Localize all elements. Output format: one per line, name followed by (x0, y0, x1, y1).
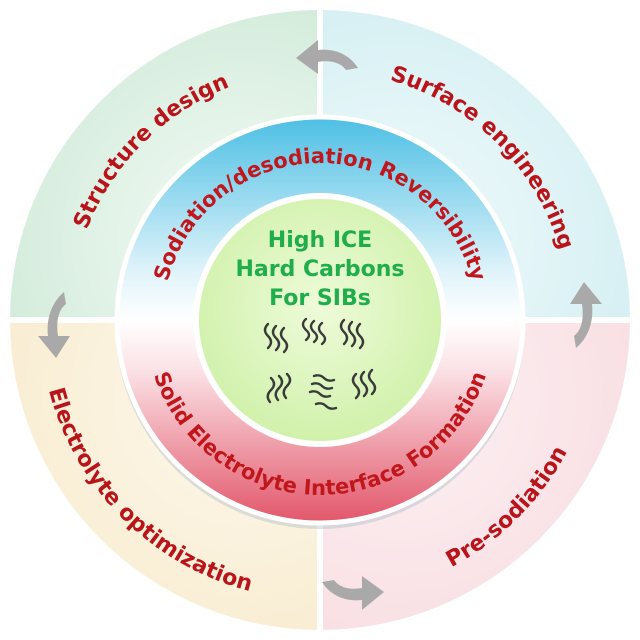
center-line-3: For SIBs (269, 286, 371, 311)
cycle-arrows (38, 40, 602, 610)
center-line-2: Hard Carbons (236, 257, 405, 282)
arrow-right-icon (570, 282, 602, 348)
carbon-wave-icon (263, 317, 377, 410)
arrow-bottom-icon (322, 576, 384, 610)
center-circle (193, 193, 447, 447)
center-title: High ICE Hard Carbons For SIBs (236, 228, 405, 311)
arrow-top-icon (296, 40, 358, 74)
arrow-left-icon (38, 292, 70, 358)
center-line-1: High ICE (268, 228, 372, 253)
